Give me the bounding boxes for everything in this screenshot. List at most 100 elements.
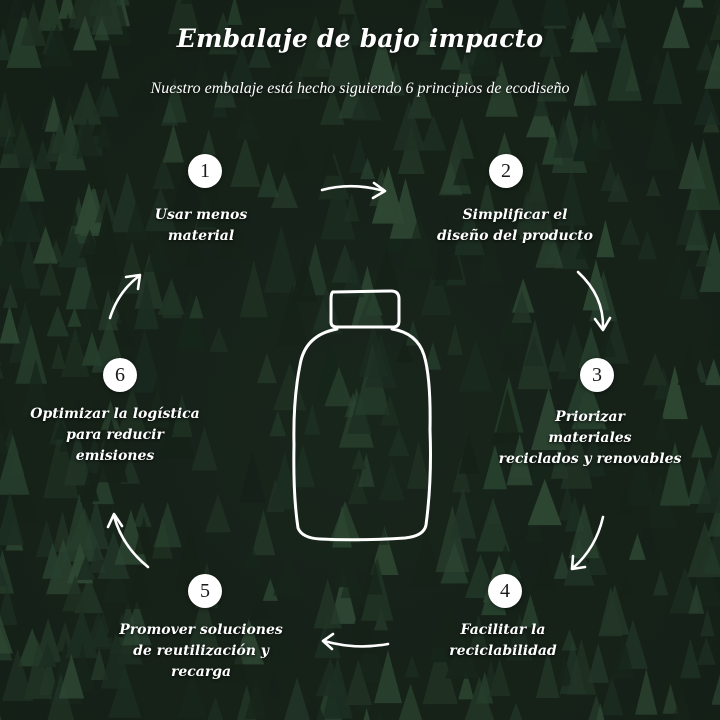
tree-shape xyxy=(422,638,458,705)
tree-shape xyxy=(435,505,470,573)
step-badge-2: 2 xyxy=(489,154,523,188)
tree-shape xyxy=(360,157,376,180)
tree-shape xyxy=(520,594,540,628)
tree-shape xyxy=(98,289,119,331)
tree-shape xyxy=(429,430,452,467)
tree-shape xyxy=(643,474,677,529)
tree-shape xyxy=(0,397,8,427)
tree-shape xyxy=(2,283,19,308)
tree-shape xyxy=(298,15,334,77)
tree-shape xyxy=(600,160,621,192)
tree-shape xyxy=(320,172,356,240)
tree-shape xyxy=(170,48,186,78)
tree-shape xyxy=(64,198,80,226)
tree-shape xyxy=(705,358,720,386)
page-subtitle: Nuestro embalaje está hecho siguiendo 6 … xyxy=(150,80,570,97)
tree-shape xyxy=(652,569,669,596)
tree-shape xyxy=(38,642,57,668)
tree-shape xyxy=(558,485,577,521)
tree-shape xyxy=(0,714,2,720)
tree-shape xyxy=(506,558,522,579)
tree-shape xyxy=(672,691,692,720)
tree-shape xyxy=(625,451,657,505)
tree-shape xyxy=(168,165,205,216)
tree-shape xyxy=(599,330,617,358)
tree-shape xyxy=(67,307,82,327)
tree-shape xyxy=(687,521,720,577)
tree-shape xyxy=(493,388,521,443)
tree-shape xyxy=(338,0,356,15)
tree-shape xyxy=(288,64,309,99)
tree-shape xyxy=(19,158,45,202)
tree-shape xyxy=(556,655,573,686)
tree-shape xyxy=(471,16,500,77)
tree-shape xyxy=(227,46,257,89)
tree-shape xyxy=(101,43,120,79)
tree-shape xyxy=(445,630,480,679)
tree-shape xyxy=(39,261,62,296)
tree-shape xyxy=(393,100,426,151)
tree-shape xyxy=(248,37,272,68)
tree-shape xyxy=(284,677,310,720)
tree-shape xyxy=(257,353,277,384)
tree-shape xyxy=(313,578,342,629)
tree-shape xyxy=(100,632,132,689)
tree-shape xyxy=(707,496,720,537)
tree-shape xyxy=(675,184,710,246)
tree-shape xyxy=(11,0,27,18)
tree-shape xyxy=(659,441,691,506)
tree-shape xyxy=(611,632,635,679)
tree-shape xyxy=(362,552,383,595)
step-label-4: Facilitar la reciclabilidad xyxy=(449,622,557,659)
tree-shape xyxy=(363,707,370,720)
tree-shape xyxy=(239,451,266,503)
tree-shape xyxy=(600,676,624,716)
tree-shape xyxy=(564,368,599,419)
tree-shape xyxy=(281,128,310,172)
tree-shape xyxy=(431,214,464,280)
tree-shape xyxy=(420,259,452,316)
tree-shape xyxy=(518,161,554,234)
tree-shape xyxy=(618,576,635,598)
tree-shape xyxy=(96,121,112,148)
tree-shape xyxy=(227,0,243,25)
tree-shape xyxy=(488,658,511,697)
tree-shape xyxy=(536,53,568,102)
tree-shape xyxy=(230,136,261,187)
tree-shape xyxy=(635,668,658,715)
tree-shape xyxy=(377,707,384,720)
tree-shape xyxy=(374,608,389,631)
tree-shape xyxy=(108,666,142,718)
tree-shape xyxy=(244,543,260,567)
tree-shape xyxy=(83,498,110,550)
tree-shape xyxy=(404,654,420,678)
tree-shape xyxy=(53,419,69,440)
tree-shape xyxy=(531,387,566,450)
tree-shape xyxy=(478,179,497,217)
tree-shape xyxy=(176,289,206,350)
tree-shape xyxy=(327,16,362,87)
tree-shape xyxy=(398,683,423,720)
tree-shape xyxy=(561,629,578,651)
tree-shape xyxy=(125,557,153,609)
tree-shape xyxy=(167,0,201,35)
tree-shape xyxy=(620,217,641,245)
tree-shape xyxy=(51,118,69,154)
tree-shape xyxy=(535,650,560,698)
tree-shape xyxy=(693,86,720,125)
tree-shape xyxy=(410,0,437,42)
tree-shape xyxy=(506,434,533,486)
tree-shape xyxy=(24,639,53,699)
tree-shape xyxy=(272,553,305,596)
tree-shape xyxy=(37,0,64,31)
tree-shape xyxy=(509,702,523,720)
tree-shape xyxy=(628,533,646,560)
tree-shape xyxy=(51,343,66,369)
tree-shape xyxy=(152,155,175,189)
tree-shape xyxy=(553,114,575,158)
tree-shape xyxy=(101,400,120,430)
tree-shape xyxy=(208,11,238,55)
tree-shape xyxy=(599,584,630,635)
tree-shape xyxy=(134,253,164,309)
